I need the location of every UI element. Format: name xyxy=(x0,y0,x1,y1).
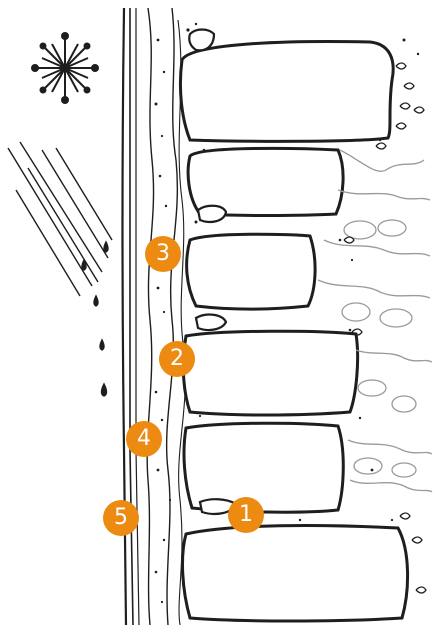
marker-2-label: 2 xyxy=(170,346,184,371)
marker-3: 3 xyxy=(145,236,181,272)
marker-5-label: 5 xyxy=(114,505,128,530)
render-layer xyxy=(147,8,185,625)
masonry-blocks xyxy=(180,42,407,621)
marker-2: 2 xyxy=(159,341,195,377)
snowflake-icon xyxy=(32,33,98,103)
rain-icon xyxy=(8,142,112,396)
marker-4-label: 4 xyxy=(137,426,151,451)
marker-1-label: 1 xyxy=(239,502,253,527)
marker-1: 1 xyxy=(228,497,264,533)
marker-3-label: 3 xyxy=(156,241,170,266)
inner-squiggles xyxy=(344,63,426,593)
marker-4: 4 xyxy=(126,421,162,457)
marker-5: 5 xyxy=(103,500,139,536)
